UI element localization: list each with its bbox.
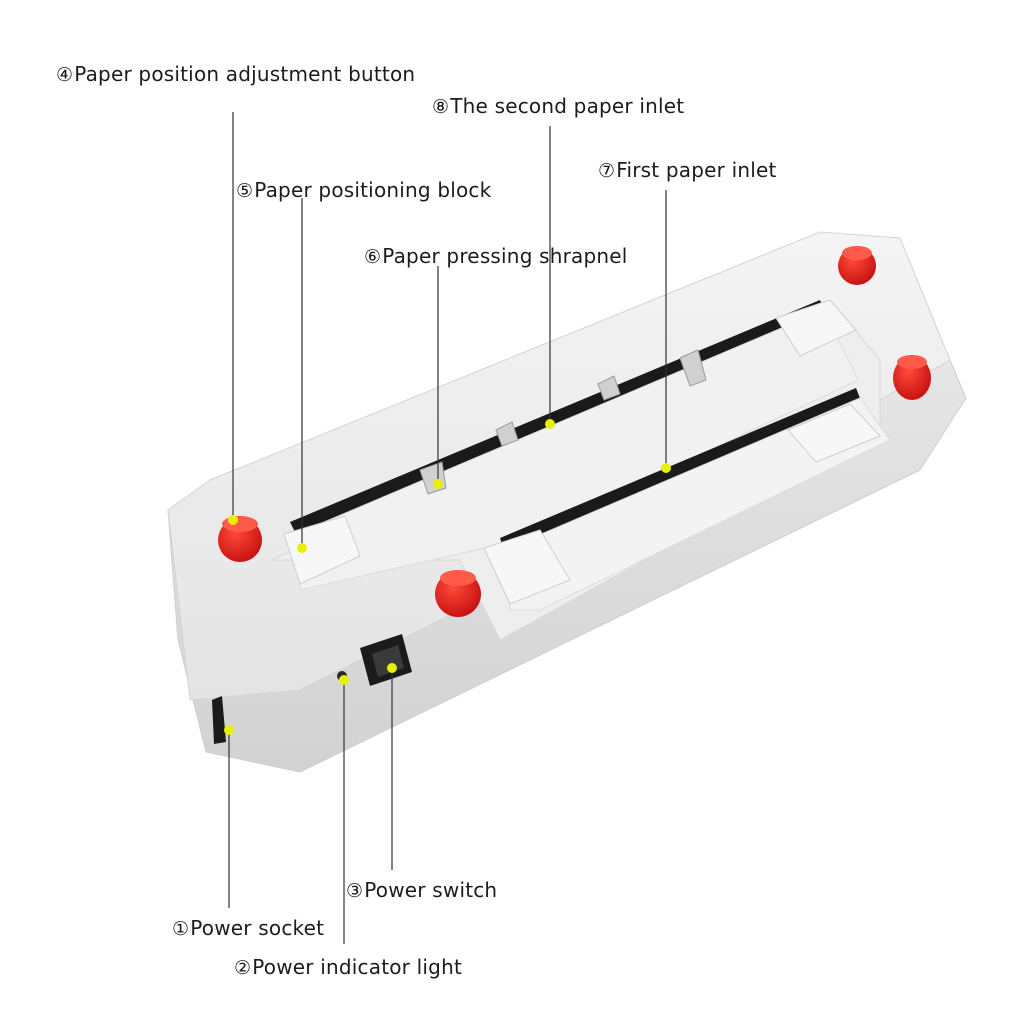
- marker-3: [387, 663, 397, 673]
- callout-number: ④: [56, 64, 74, 86]
- callout-first-paper-inlet: ⑦First paper inlet: [598, 158, 777, 183]
- callout-text: Paper pressing shrapnel: [382, 244, 628, 268]
- callout-number: ⑧: [432, 96, 450, 118]
- markers: [224, 419, 671, 735]
- callout-number: ①: [172, 918, 190, 940]
- power-socket-port: [212, 696, 226, 744]
- first-inlet-slot: [500, 388, 860, 550]
- callout-text: First paper inlet: [616, 158, 777, 182]
- shrapnel-clip-4: [679, 349, 707, 387]
- callout-number: ⑦: [598, 160, 616, 182]
- callout-second-paper-inlet: ⑧The second paper inlet: [432, 94, 684, 119]
- callout-paper-positioning-block: ⑤Paper positioning block: [236, 178, 491, 203]
- shrapnel-clip-2: [495, 421, 519, 447]
- callout-text: Power indicator light: [252, 955, 462, 979]
- callout-text: Power socket: [190, 916, 325, 940]
- positioning-block-upper-right: [775, 299, 857, 357]
- callout-power-switch: ③Power switch: [346, 878, 497, 903]
- callout-paper-pressing-shrapnel: ⑥Paper pressing shrapnel: [364, 244, 628, 269]
- positioning-block-left: [283, 515, 361, 585]
- knob-top-right: [838, 246, 876, 285]
- marker-1: [224, 725, 234, 735]
- knob-right: [893, 355, 931, 400]
- positioning-block-lower-right: [787, 403, 881, 463]
- knob-left: [218, 516, 262, 562]
- power-switch-housing: [360, 634, 412, 686]
- callout-number: ⑥: [364, 246, 382, 268]
- marker-2: [339, 675, 349, 685]
- callout-text: Paper positioning block: [254, 178, 492, 202]
- leader-lines: [228, 112, 667, 944]
- callout-text: The second paper inlet: [450, 94, 685, 118]
- callout-power-indicator-light: ②Power indicator light: [234, 955, 462, 980]
- callout-number: ⑤: [236, 180, 254, 202]
- marker-4: [228, 515, 238, 525]
- callout-number: ③: [346, 880, 364, 902]
- knob-center: [435, 570, 481, 617]
- callout-text: Paper position adjustment button: [74, 62, 416, 86]
- callout-text: Power switch: [364, 878, 498, 902]
- callout-power-socket: ①Power socket: [172, 916, 324, 941]
- callout-number: ②: [234, 957, 252, 979]
- marker-5: [297, 543, 307, 553]
- marker-7: [661, 463, 671, 473]
- marker-8: [545, 419, 555, 429]
- callout-paper-position-adjustment-button: ④Paper position adjustment button: [56, 62, 415, 87]
- positioning-block-lower-left: [483, 529, 571, 605]
- marker-6: [433, 479, 443, 489]
- shrapnel-clip-3: [597, 375, 621, 401]
